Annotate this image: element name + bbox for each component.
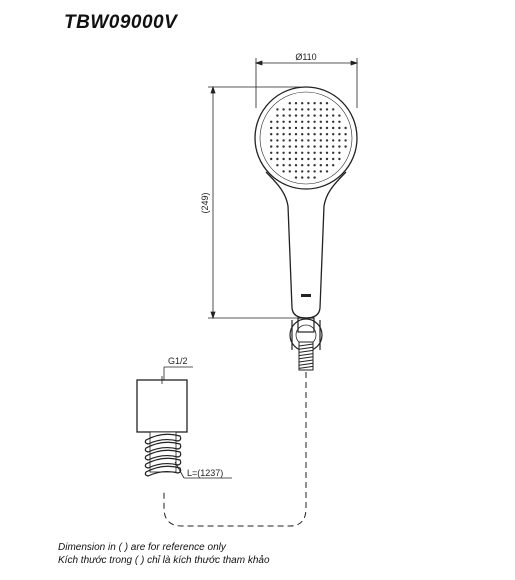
thread-label: G1/2 [168,356,188,366]
diameter-dimension [254,58,359,108]
length-dimension [208,85,300,320]
thread-leader [163,366,193,380]
nozzle-holes [270,102,347,179]
model-title: TBW09000V [64,12,178,33]
hose-length-label: L=(1237) [187,468,223,478]
length-label: (249) [200,192,210,213]
hose-spiral-bottom [144,431,182,477]
hose-dashed-path [163,372,307,527]
diameter-label: Ø110 [295,52,316,62]
technical-drawing: Ø110 (249) G1/2 [136,52,359,527]
hose-spiral-top [298,343,314,369]
hose-length-leader [174,461,232,479]
wall-outlet-fitting [136,376,188,433]
reference-note-en: Dimension in ( ) are for reference only [58,542,226,553]
reference-note-vi: Kích thước trong ( ) chỉ là kích thước t… [58,555,270,566]
brand-logo-mark [301,294,311,297]
